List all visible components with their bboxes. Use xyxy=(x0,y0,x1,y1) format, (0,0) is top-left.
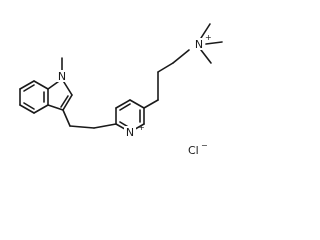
svg-text:Cl: Cl xyxy=(188,144,199,157)
chloride-charge: − xyxy=(201,141,208,150)
chloride-ion-label: Cl − xyxy=(188,141,208,157)
molecule-drawing: N N + N + Cl − xyxy=(19,23,223,157)
pyridinium-nitrogen-label: N + xyxy=(124,123,145,139)
svg-text:N: N xyxy=(58,70,66,83)
indole-pyrrole-ring xyxy=(47,78,73,111)
ammonium-nitrogen-label: N + xyxy=(193,33,212,51)
ammonium-charge: + xyxy=(205,33,212,42)
pyridinium-ring xyxy=(115,99,145,133)
pyridinium-charge: + xyxy=(138,123,145,132)
indole-benzene-ring xyxy=(19,80,49,114)
ammonium-methyls xyxy=(200,23,223,64)
svg-text:N: N xyxy=(126,126,134,139)
svg-text:N: N xyxy=(195,38,203,51)
indole-nitrogen-label: N xyxy=(56,70,68,83)
propyl-chain xyxy=(143,49,190,109)
structure-diagram: N N + N + Cl − xyxy=(19,23,223,157)
ethylene-linker xyxy=(62,109,117,129)
